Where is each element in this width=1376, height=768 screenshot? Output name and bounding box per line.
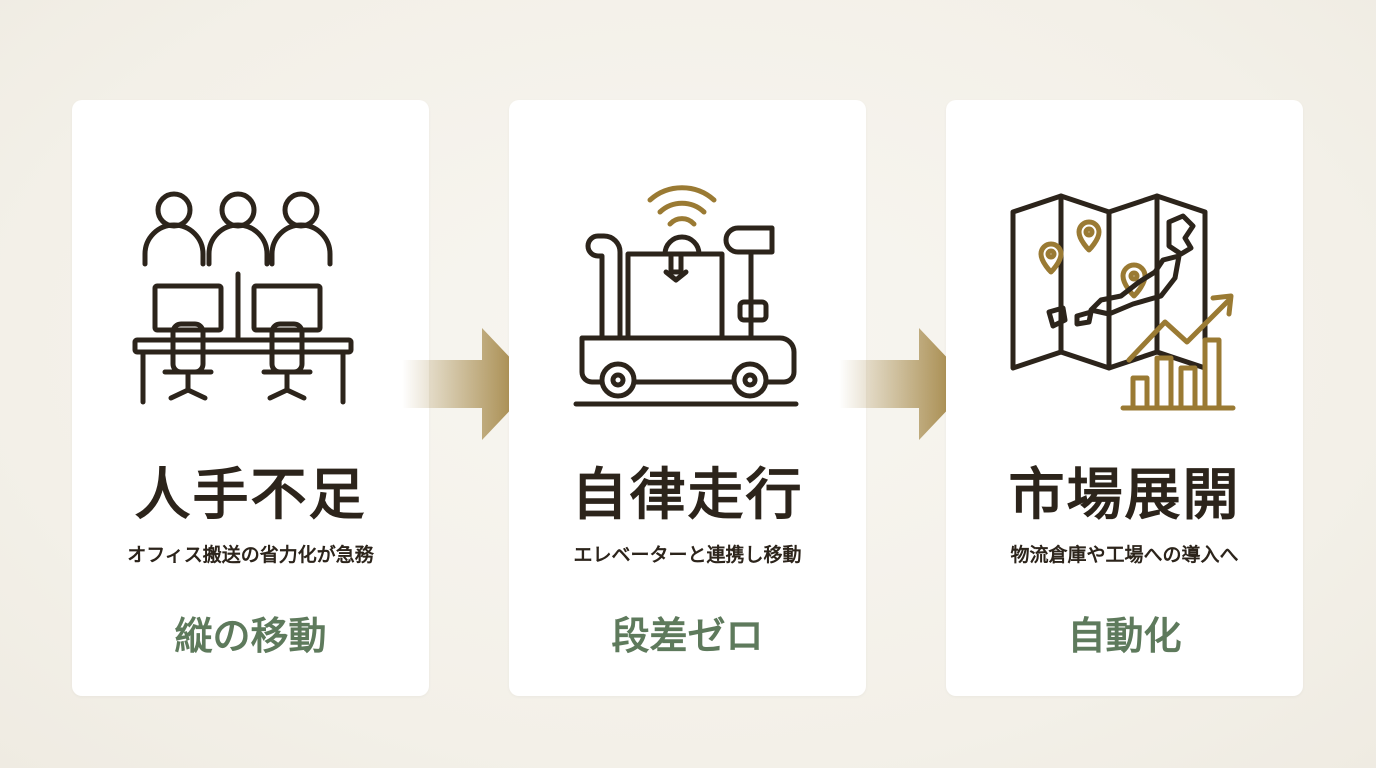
arrow-right-icon (402, 328, 535, 440)
japan-map-growth-icon (1010, 193, 1235, 411)
arrow-right-icon (839, 328, 972, 440)
office-workers-icon (132, 191, 353, 405)
step-title: 市場展開 (1008, 462, 1241, 528)
step-tag: 自動化 (1067, 614, 1182, 658)
step-subtitle: オフィス搬送の省力化が急務 (127, 544, 374, 566)
step-card-labor-shortage: 人手不足 オフィス搬送の省力化が急務 縦の移動 (72, 100, 429, 696)
step-card-market-expansion: 市場展開 物流倉庫や工場への導入へ 自動化 (946, 100, 1303, 696)
step-tag: 段差ゼロ (611, 614, 764, 658)
step-subtitle: 物流倉庫や工場への導入へ (1010, 544, 1239, 566)
step-title: 自律走行 (571, 462, 804, 528)
step-tag: 縦の移動 (174, 614, 327, 658)
step-title: 人手不足 (134, 462, 367, 528)
step-subtitle: エレベーターと連携し移動 (573, 544, 802, 566)
step-card-autonomous-driving: 自律走行 エレベーターと連携し移動 段差ゼロ (509, 100, 866, 696)
delivery-robot-icon (573, 185, 798, 407)
